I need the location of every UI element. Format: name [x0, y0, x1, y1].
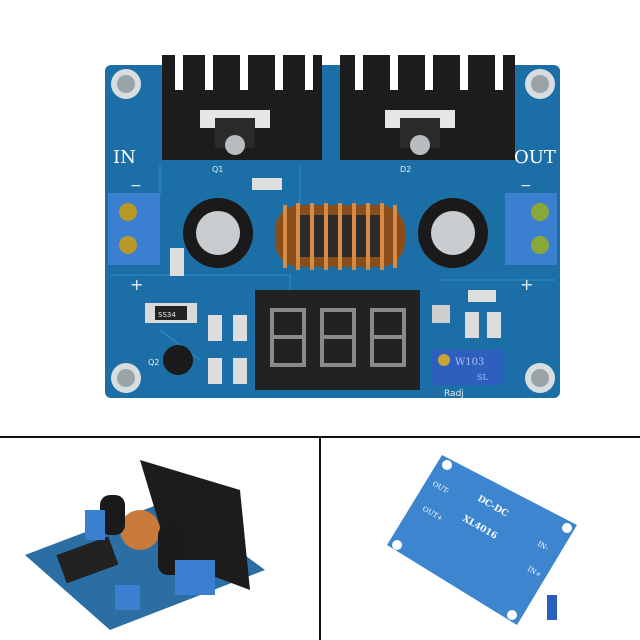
- out-label: OUT: [514, 147, 556, 168]
- q2-transistor: Q2: [148, 345, 193, 375]
- terminal-block: [175, 560, 215, 595]
- smd-resistors: [208, 290, 501, 384]
- in-label: IN: [113, 147, 136, 168]
- main-board-photo: IN OUT Q1 D2 − − + + SS34 Q2: [105, 50, 560, 399]
- q2-label: Q2: [148, 358, 159, 367]
- trim-pot-small: [432, 305, 450, 323]
- ss34-diode: SS34: [145, 303, 197, 323]
- adjust-potentiometer[interactable]: W103 SL: [432, 350, 504, 385]
- heatsink-left: [162, 50, 322, 160]
- pcb-back: [387, 455, 577, 625]
- capacitor: [100, 495, 125, 535]
- potentiometer-edge: [547, 595, 557, 620]
- mounting-holes: [392, 460, 572, 620]
- q1-label: Q1: [212, 165, 223, 174]
- terminal-block: [85, 510, 105, 540]
- output-terminal-block: [505, 193, 557, 265]
- vertical-divider: [319, 437, 321, 640]
- pot-sub-label: SL: [477, 373, 488, 382]
- toroid-inductor: [120, 510, 160, 550]
- input-terminal-block: [108, 193, 160, 265]
- output-capacitor: [418, 198, 488, 268]
- ss34-label: SS34: [158, 311, 176, 319]
- terminal-block: [115, 585, 140, 610]
- smd-resistor: [252, 178, 282, 190]
- in-minus-label: −: [130, 178, 142, 194]
- d2-label: D2: [400, 165, 411, 174]
- out-plus-label: +: [520, 275, 533, 294]
- in-plus-label: +: [130, 275, 143, 294]
- seven-segment-display: [255, 290, 420, 390]
- angled-board-photo: [25, 460, 265, 630]
- mounting-holes: [111, 69, 555, 393]
- heatsink: [140, 460, 250, 590]
- seven-segment-display: [56, 536, 119, 584]
- radj-label: Radj: [444, 389, 464, 399]
- input-capacitor: [183, 198, 253, 268]
- out-minus-label: −: [520, 178, 532, 194]
- pot-code-label: W103: [455, 357, 484, 368]
- back-board-photo: OUT- OUT+ DC-DC XL4016 HI-ET LIVE IN- IN…: [387, 455, 577, 625]
- toroid-inductor: [275, 203, 405, 270]
- heatsink-right: [340, 50, 515, 160]
- smd-capacitor: [170, 248, 184, 276]
